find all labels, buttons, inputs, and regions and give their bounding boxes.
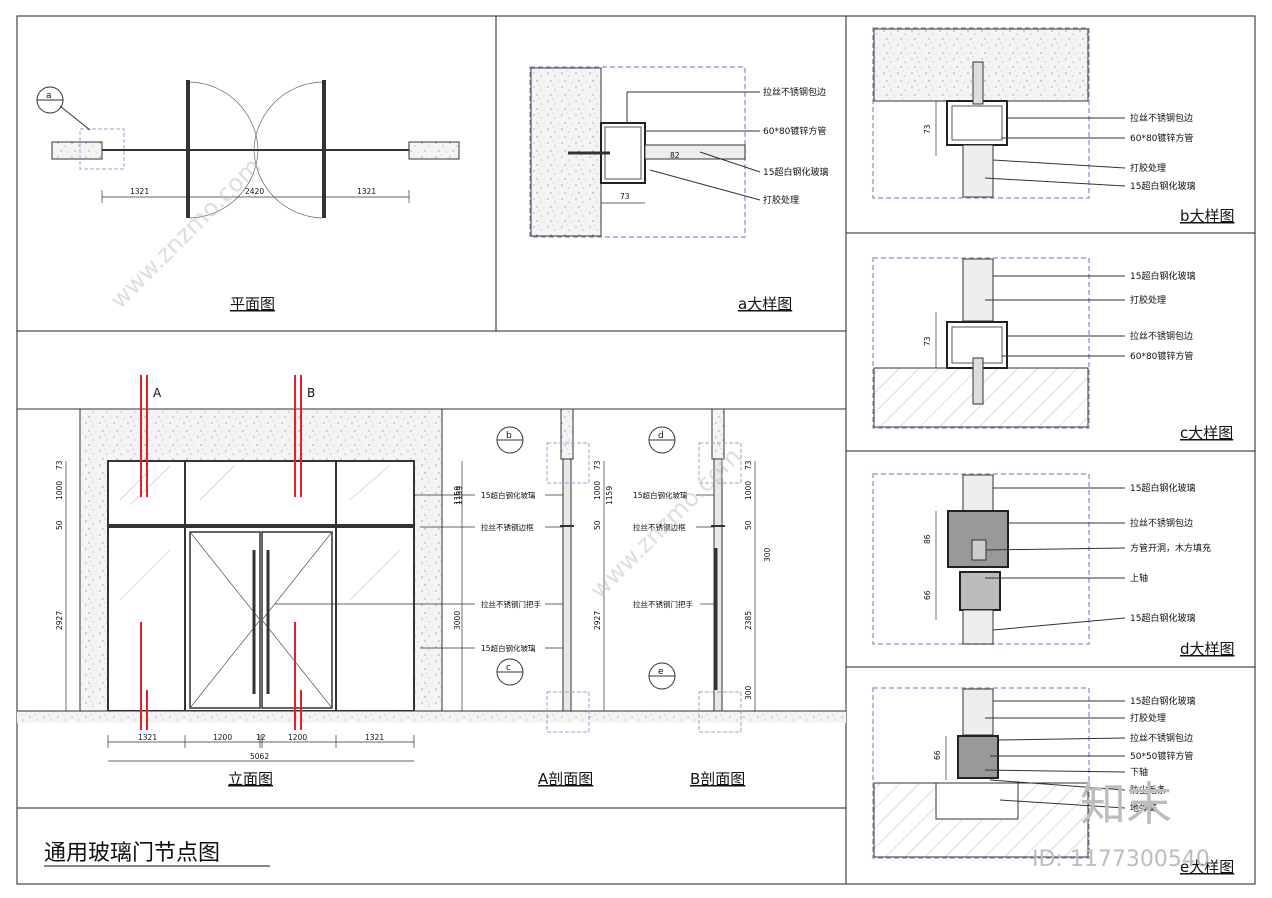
watermark-url-1: www.znzmo.com xyxy=(104,152,266,314)
sec-b-right-2: 300 xyxy=(763,547,772,562)
plan-dim-1: 1321 xyxy=(130,187,149,196)
cut-b-label: B xyxy=(307,386,315,400)
sec-a-label-3: 拉丝不锈钢门把手 xyxy=(481,599,541,609)
d-title: d大样图 xyxy=(1180,640,1235,658)
e-label-3: 拉丝不锈钢包边 xyxy=(1130,732,1193,744)
sec-b-label-1: 15超白钢化玻璃 xyxy=(633,490,688,500)
detail-d: 15超白钢化玻璃 拉丝不锈钢包边 方管开洞，木方填充 上轴 15超白钢化玻璃 8… xyxy=(872,473,1235,658)
sec-a-callout-b: b xyxy=(506,431,512,441)
sec-a-right-1: 1159 xyxy=(455,486,464,505)
sec-a-left-4: 2927 xyxy=(593,611,602,630)
sec-b-left-2: 1000 xyxy=(744,481,753,500)
elev-dim-2: 1200 xyxy=(213,733,232,742)
d-dim-2: 66 xyxy=(923,590,932,600)
detail-e: 15超白钢化玻璃 打胶处理 拉丝不锈钢包边 50*50镀锌方管 下轴 防尘毛条 … xyxy=(872,687,1234,876)
detail-b: 拉丝不锈钢包边 60*80镀锌方管 打胶处理 15超白钢化玻璃 73 b大样图 xyxy=(872,27,1235,225)
watermark-brand: 知末 xyxy=(1080,777,1172,831)
sec-b-callout-e: e xyxy=(658,667,664,677)
b-label-1: 拉丝不锈钢包边 xyxy=(1130,112,1193,124)
c-label-4: 60*80镀锌方管 xyxy=(1130,350,1193,362)
elev-left-1: 73 xyxy=(55,460,64,470)
b-dim-1: 73 xyxy=(923,124,932,134)
elev-dim-3: 12 xyxy=(256,733,266,742)
d-dim-1: 86 xyxy=(923,534,932,544)
cut-a-label: A xyxy=(153,386,162,400)
plan-title: 平面图 xyxy=(230,295,275,313)
section-b-view: d e 15超白钢化玻璃 拉丝不锈钢边框 拉丝不锈钢门把手 73 1000 50… xyxy=(605,408,772,788)
sec-a-label-1: 15超白钢化玻璃 xyxy=(481,490,536,500)
sec-a-left-3: 50 xyxy=(593,520,602,530)
sec-b-label-2: 拉丝不锈钢边框 xyxy=(633,522,686,532)
elev-left-3: 50 xyxy=(55,520,64,530)
a-dim-1: 73 xyxy=(620,192,630,201)
sheet-title: 通用玻璃门节点图 xyxy=(44,841,220,866)
e-title: e大样图 xyxy=(1180,858,1234,876)
elevation-view: A B 1321 1200 12 1200 1321 5062 73 1000 … xyxy=(17,375,846,788)
b-label-4: 15超白钢化玻璃 xyxy=(1130,180,1195,192)
d-label-2: 拉丝不锈钢包边 xyxy=(1130,517,1193,529)
a-label-1: 拉丝不锈钢包边 xyxy=(763,86,826,98)
a-label-2: 60*80镀锌方管 xyxy=(763,125,826,137)
b-label-2: 60*80镀锌方管 xyxy=(1130,132,1193,144)
a-label-3: 15超白钢化玻璃 xyxy=(763,166,828,178)
sec-a-label-2: 拉丝不锈钢边框 xyxy=(481,522,534,532)
sec-a-label-4: 15超白钢化玻璃 xyxy=(481,643,536,653)
e-label-2: 打胶处理 xyxy=(1130,712,1166,724)
elev-right-2: 3000 xyxy=(453,611,462,630)
sec-b-left-3: 50 xyxy=(744,520,753,530)
c-label-3: 拉丝不锈钢包边 xyxy=(1130,330,1193,342)
plan-callout-a: a xyxy=(46,91,52,101)
a-label-4: 打胶处理 xyxy=(763,194,799,206)
e-label-7: 地弹簧 xyxy=(1130,802,1157,814)
watermark-id: ID: 1177300540 xyxy=(1032,847,1210,872)
a-dim-2: 82 xyxy=(670,151,680,160)
sec-b-callout-d: d xyxy=(658,431,664,441)
b-title: b大样图 xyxy=(1180,207,1235,225)
c-title: c大样图 xyxy=(1180,424,1233,442)
sec-b-left-4: 2385 xyxy=(744,611,753,630)
sec-a-left-1: 73 xyxy=(593,460,602,470)
c-label-2: 打胶处理 xyxy=(1130,294,1166,306)
elev-left-2: 1000 xyxy=(55,481,64,500)
elev-total: 5062 xyxy=(250,752,269,761)
sheet-frame xyxy=(16,15,1256,885)
e-label-5: 下轴 xyxy=(1130,766,1148,778)
sec-a-callout-c: c xyxy=(506,663,511,673)
elev-dim-5: 1321 xyxy=(365,733,384,742)
e-label-1: 15超白钢化玻璃 xyxy=(1130,695,1195,707)
c-dim-1: 73 xyxy=(923,336,932,346)
e-label-4: 50*50镀锌方管 xyxy=(1130,750,1193,762)
e-label-6: 防尘毛条 xyxy=(1130,784,1166,796)
elev-dim-4: 1200 xyxy=(288,733,307,742)
detail-a: 拉丝不锈钢包边 60*80镀锌方管 15超白钢化玻璃 打胶处理 73 82 a大… xyxy=(529,66,828,313)
elev-dim-1: 1321 xyxy=(138,733,157,742)
sec-b-right-1: 1159 xyxy=(605,486,614,505)
elevation-title: 立面图 xyxy=(228,770,273,788)
b-label-3: 打胶处理 xyxy=(1130,162,1166,174)
c-label-1: 15超白钢化玻璃 xyxy=(1130,270,1195,282)
elev-left-4: 2927 xyxy=(55,611,64,630)
plan-dim-2: 2420 xyxy=(245,187,264,196)
section-a-view: b c 15超白钢化玻璃 拉丝不锈钢边框 拉丝不锈钢门把手 15超白钢化玻璃 7… xyxy=(275,408,605,788)
sec-b-left-1: 73 xyxy=(744,460,753,470)
sec-b-label-3: 拉丝不锈钢门把手 xyxy=(633,599,693,609)
plan-view: a 1321 2420 1321 平面图 xyxy=(36,80,460,313)
detail-c: 15超白钢化玻璃 打胶处理 拉丝不锈钢包边 60*80镀锌方管 73 c大样图 xyxy=(872,257,1233,442)
e-dim-1: 66 xyxy=(933,750,942,760)
d-label-1: 15超白钢化玻璃 xyxy=(1130,482,1195,494)
d-label-5: 15超白钢化玻璃 xyxy=(1130,612,1195,624)
d-label-3: 方管开洞，木方填充 xyxy=(1130,542,1211,554)
d-label-4: 上轴 xyxy=(1130,572,1148,584)
plan-dim-3: 1321 xyxy=(357,187,376,196)
section-b-title: B剖面图 xyxy=(690,770,745,788)
section-a-title: A剖面图 xyxy=(538,770,593,788)
sec-a-left-2: 1000 xyxy=(593,481,602,500)
sec-b-left-5: 300 xyxy=(744,685,753,700)
a-title: a大样图 xyxy=(738,295,792,313)
